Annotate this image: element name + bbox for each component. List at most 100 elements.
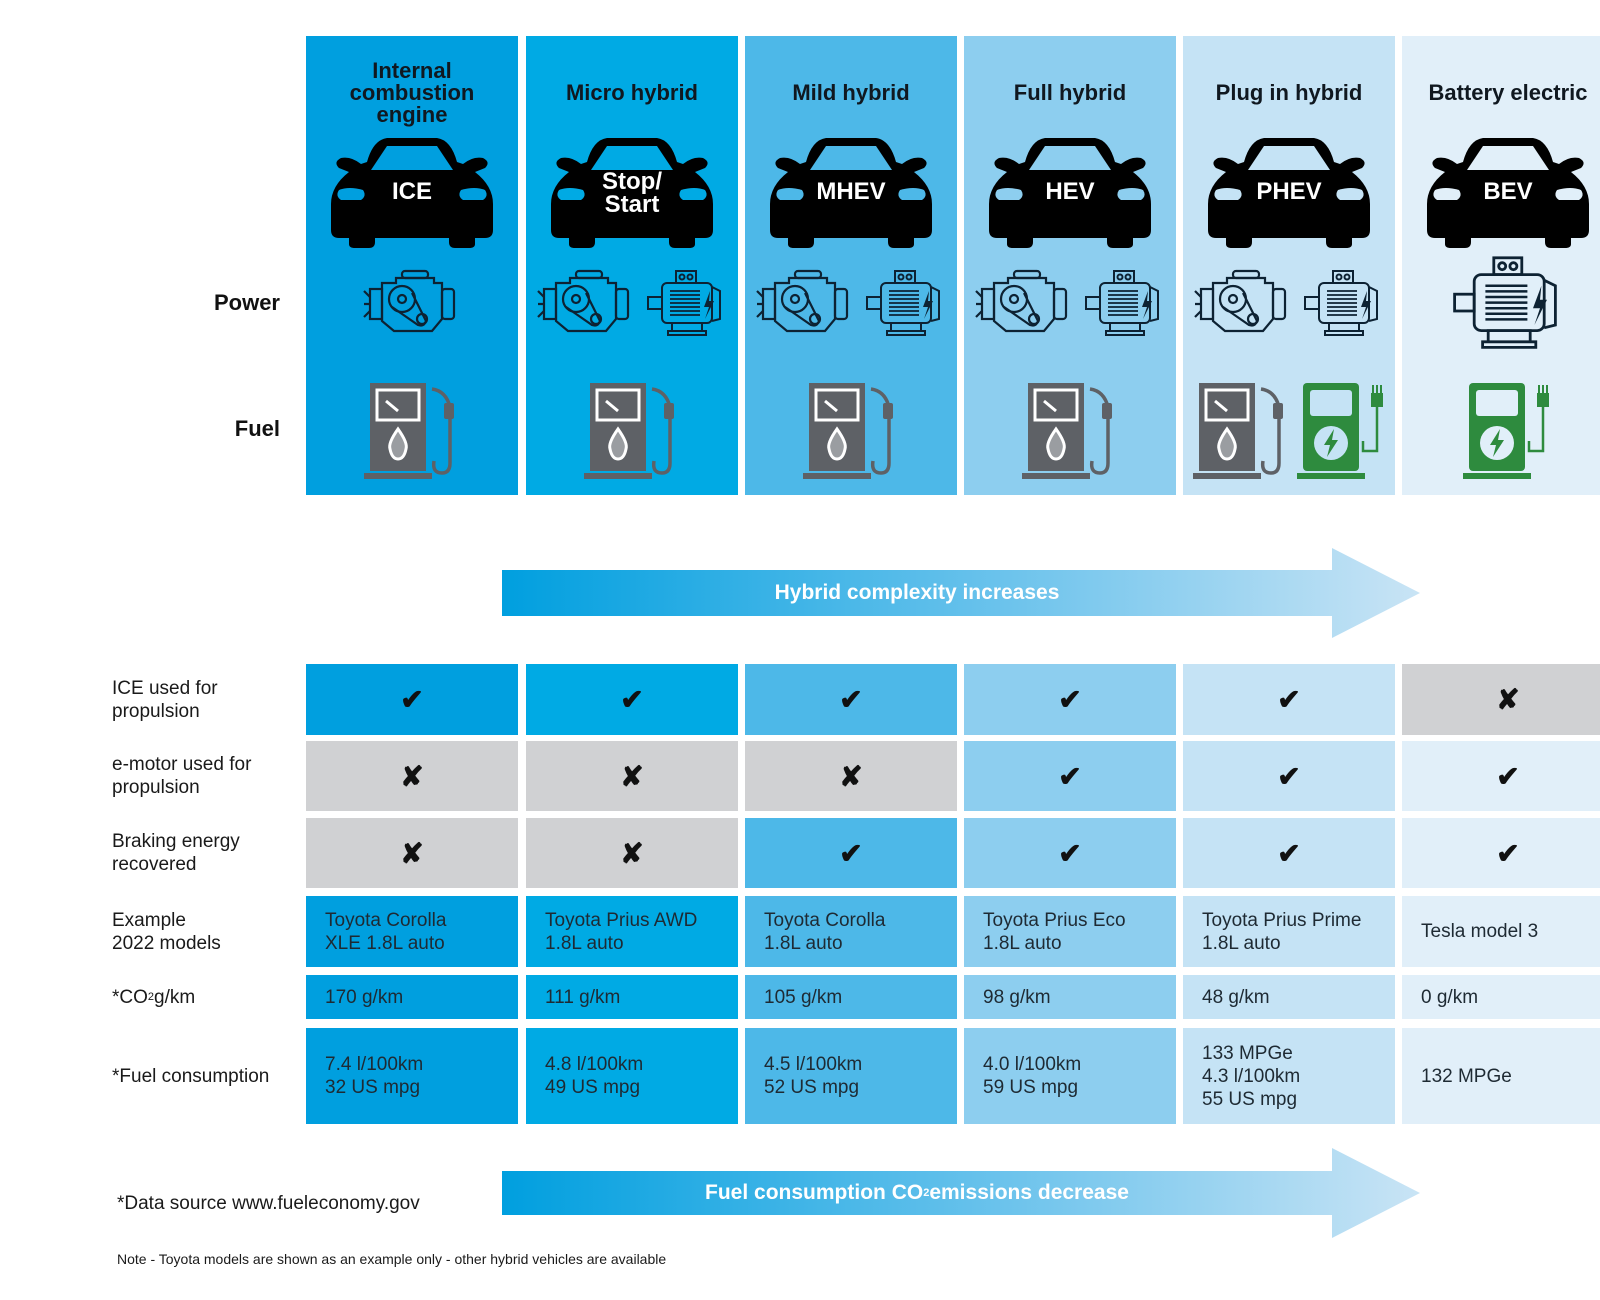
car-icon: [989, 138, 1151, 248]
table-cell: 4.8 l/100km 49 US mpg: [526, 1028, 738, 1124]
cell-text: Toyota Corolla 1.8L auto: [764, 909, 886, 954]
column-title: Internal combustion engine: [349, 58, 475, 127]
car-graphic: Stop/ Start: [547, 134, 717, 249]
e-motor-icon: [1453, 256, 1557, 349]
charging-station-icon: [1297, 383, 1383, 479]
table-cell: 105 g/km: [745, 975, 957, 1019]
car-graphic: ICE: [327, 134, 497, 249]
table-row-label: ICE used for propulsion: [112, 677, 218, 722]
table-cell: 48 g/km: [1183, 975, 1395, 1019]
table-cell: 133 MPGe 4.3 l/100km 55 US mpg: [1183, 1028, 1395, 1124]
complexity-arrow-label: Hybrid complexity increases: [774, 581, 1060, 604]
power-icons: [1183, 264, 1395, 344]
cell-text: Tesla model 3: [1421, 921, 1539, 942]
fuel-icons: [306, 371, 518, 481]
table-cell: 170 g/km: [306, 975, 518, 1019]
e-motor-icon: [866, 270, 940, 336]
fuel-pump-icon: [1193, 383, 1283, 479]
cross-icon: ✘: [839, 760, 863, 792]
table-cell: ✘: [306, 741, 518, 811]
table-cell: 4.5 l/100km 52 US mpg: [745, 1028, 957, 1124]
cell-text: 111 g/km: [545, 986, 621, 1008]
check-icon: ✔: [1277, 760, 1301, 792]
table-cell: 7.4 l/100km 32 US mpg: [306, 1028, 518, 1124]
table-cell: ✔: [1402, 741, 1600, 811]
column-title: Battery electric: [1428, 80, 1588, 105]
e-motor-icon: [1304, 270, 1378, 336]
table-row-label: Example 2022 models: [112, 909, 221, 954]
table-cell: ✔: [745, 664, 957, 735]
check-icon: ✔: [400, 684, 424, 715]
check-icon: ✔: [1058, 684, 1082, 715]
cell-text: 170 g/km: [325, 986, 404, 1008]
table-row-label: Braking energy recovered: [112, 831, 240, 875]
cell-text: 4.0 l/100km 59 US mpg: [983, 1054, 1082, 1098]
engine-icon: [756, 269, 849, 333]
engine-icon: [537, 269, 630, 333]
label-subscript: 2: [147, 990, 155, 1003]
power-icons: [526, 264, 738, 344]
check-icon: ✔: [1496, 760, 1520, 792]
column-title: Plug in hybrid: [1215, 80, 1363, 105]
fuel-pump-icon: [584, 383, 674, 479]
cell-text: Toyota Prius Prime 1.8L auto: [1202, 909, 1362, 954]
data-source-footnote: *Data source www.fueleconomy.gov: [117, 1193, 420, 1214]
table-cell: ✔: [306, 664, 518, 735]
table-cell: ✔: [964, 741, 1176, 811]
column-title: Micro hybrid: [565, 80, 698, 105]
check-icon: ✔: [1277, 684, 1301, 715]
fuel-pump-icon: [803, 383, 893, 479]
fuel-icons: [964, 371, 1176, 481]
emissions-label-part: emissions decrease: [929, 1181, 1129, 1204]
fuel-icons: [526, 371, 738, 481]
cell-text: 4.5 l/100km 52 US mpg: [764, 1054, 863, 1098]
cell-text: 133 MPGe 4.3 l/100km 55 US mpg: [1202, 1042, 1301, 1110]
car-type-label: Stop/ Start: [602, 168, 662, 218]
power-row-label: Power: [213, 290, 280, 315]
arrow-shape-icon: [502, 548, 1420, 638]
table-cell: 111 g/km: [526, 975, 738, 1019]
table-cell: ✔: [526, 664, 738, 735]
label-part: *CO: [112, 986, 148, 1008]
e-motor-icon: [647, 270, 721, 336]
car-icon: [331, 138, 493, 248]
cell-text: Toyota Corolla XLE 1.8L auto: [325, 909, 447, 954]
table-row-label: e-motor used for propulsion: [112, 754, 252, 798]
table-cell: Toyota Prius AWD 1.8L auto: [526, 896, 738, 967]
column-title: Full hybrid: [1013, 80, 1127, 105]
cross-icon: ✘: [400, 760, 424, 792]
power-icons: [306, 264, 518, 344]
car-type-label: PHEV: [1256, 178, 1322, 205]
fuel-pump-icon: [1022, 383, 1112, 479]
fuel-row-label: Fuel: [234, 416, 280, 441]
table-cell: 132 MPGe: [1402, 1028, 1600, 1124]
car-graphic: BEV: [1423, 134, 1593, 249]
table-cell: ✘: [1402, 664, 1600, 735]
table-cell: Toyota Prius Prime 1.8L auto: [1183, 896, 1395, 967]
engine-icon: [1194, 269, 1287, 333]
car-graphic: PHEV: [1204, 134, 1374, 249]
table-cell: Tesla model 3: [1402, 896, 1600, 967]
car-icon: [1208, 138, 1370, 248]
check-icon: ✔: [839, 837, 863, 869]
column-title: Mild hybrid: [792, 80, 910, 105]
table-cell: ✘: [526, 818, 738, 888]
fuel-icons: [745, 371, 957, 481]
cell-text: 48 g/km: [1202, 986, 1270, 1008]
check-icon: ✔: [620, 684, 644, 715]
check-icon: ✔: [839, 684, 863, 715]
table-cell: 4.0 l/100km 59 US mpg: [964, 1028, 1176, 1124]
cross-icon: ✘: [620, 760, 644, 792]
car-type-label: HEV: [1045, 178, 1095, 205]
table-cell: Toyota Prius Eco 1.8L auto: [964, 896, 1176, 967]
cell-text: 7.4 l/100km 32 US mpg: [325, 1054, 424, 1098]
cross-icon: ✘: [400, 837, 424, 869]
check-icon: ✔: [1496, 837, 1520, 869]
table-cell: 0 g/km: [1402, 975, 1600, 1019]
